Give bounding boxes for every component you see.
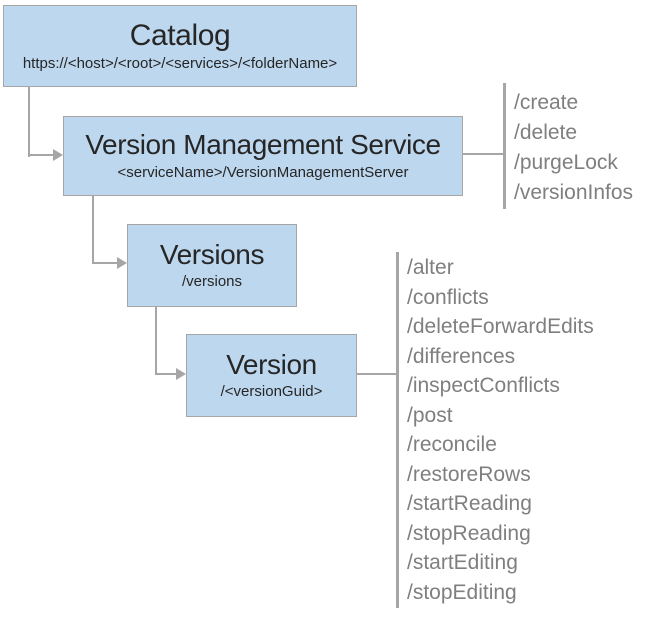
connector-vms-to-operations <box>463 153 504 155</box>
operation-item: /startReading <box>407 492 532 515</box>
operation-item: /create <box>514 91 579 114</box>
operation-item: /conflicts <box>407 285 489 309</box>
node-version-management-service-title: Version Management Service <box>85 129 441 161</box>
operation-item: /restoreRows <box>407 462 531 486</box>
operation-item: /post <box>407 403 453 427</box>
operation-item: /stopReading <box>407 521 531 545</box>
operation-item: /deleteForwardEdits <box>407 315 594 338</box>
node-version-url: /<versionGuid> <box>220 383 323 401</box>
arrow-right-icon <box>53 149 63 161</box>
node-versions-title: Versions <box>159 238 265 270</box>
operation-item: /delete <box>514 121 578 144</box>
operations-divider-vms <box>503 83 506 209</box>
node-catalog-url: https://<host>/<root>/<services>/<folder… <box>22 55 338 72</box>
node-version-management-service-url: <serviceName>/VersionManagementServer <box>117 163 409 181</box>
operations-divider-version <box>396 252 399 608</box>
node-catalog-title: Catalog <box>129 19 231 52</box>
node-catalog: Catalog https://<host>/<root>/<services>… <box>3 5 357 87</box>
node-versions: Versions /versions <box>127 224 297 307</box>
operations-list-version-management-service: /create/delete/purgeLock/versionInfos <box>514 88 633 208</box>
connector-catalog-to-vms-horizontal <box>28 154 54 156</box>
operation-item: /inspectConflicts <box>407 374 560 397</box>
node-version-management-service: Version Management Service <serviceName>… <box>63 116 463 196</box>
operation-item: /startEditing <box>407 551 518 574</box>
connector-vms-to-versions-horizontal <box>92 262 118 264</box>
connector-vms-to-versions-vertical <box>92 196 94 264</box>
connector-catalog-to-vms-vertical <box>28 87 30 157</box>
operations-list-version: /alter/conflicts/deleteForwardEdits/diff… <box>407 253 594 607</box>
connector-versions-to-version-vertical <box>155 307 157 375</box>
operation-item: /reconcile <box>407 433 497 456</box>
node-versions-url: /versions <box>181 273 243 291</box>
operation-item: /differences <box>407 344 516 368</box>
operation-item: /versionInfos <box>514 181 634 204</box>
connector-versions-to-version-horizontal <box>155 373 177 375</box>
operation-item: /stopEditing <box>407 580 517 604</box>
connector-version-to-operations <box>357 373 397 375</box>
node-version-title: Version <box>226 348 317 380</box>
operation-item: /alter <box>407 256 454 279</box>
operation-item: /purgeLock <box>514 151 618 174</box>
arrow-right-icon <box>176 368 186 380</box>
arrow-right-icon <box>117 257 127 269</box>
node-version: Version /<versionGuid> <box>186 334 357 417</box>
